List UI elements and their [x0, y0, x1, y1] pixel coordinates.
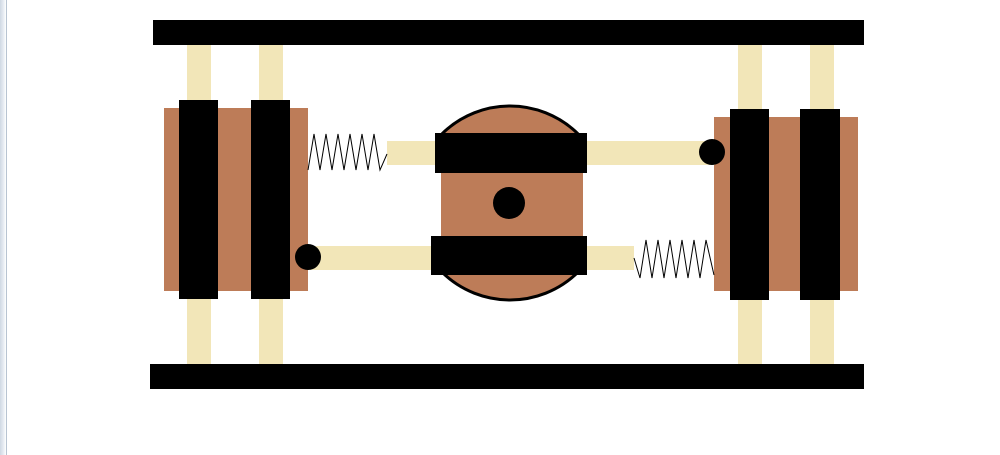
bottom-frame-rail	[150, 364, 864, 389]
left-block-band-inner	[251, 100, 290, 299]
lower-rod-joint-pin	[295, 244, 321, 270]
left-block-band-outer	[179, 100, 218, 299]
right-spring	[633, 239, 715, 279]
post-left-inner-lower	[259, 299, 283, 364]
center-disk-pin	[493, 187, 525, 219]
post-left-inner-upper	[259, 45, 283, 100]
window-left-edge	[0, 0, 7, 455]
upper-rod-joint-pin	[699, 139, 725, 165]
post-left-outer-lower	[187, 299, 211, 364]
post-right-inner-upper	[738, 45, 762, 109]
center-disk-band-lower	[431, 236, 587, 275]
center-disk-band-upper	[435, 133, 587, 173]
post-right-outer-lower	[810, 300, 834, 364]
top-frame-rail	[153, 20, 864, 45]
post-left-outer-upper	[187, 45, 211, 100]
post-right-inner-lower	[738, 300, 762, 364]
left-spring	[307, 133, 388, 172]
right-block-band-outer	[800, 109, 840, 300]
post-right-outer-upper	[810, 45, 834, 109]
right-block-band-inner	[730, 109, 769, 300]
